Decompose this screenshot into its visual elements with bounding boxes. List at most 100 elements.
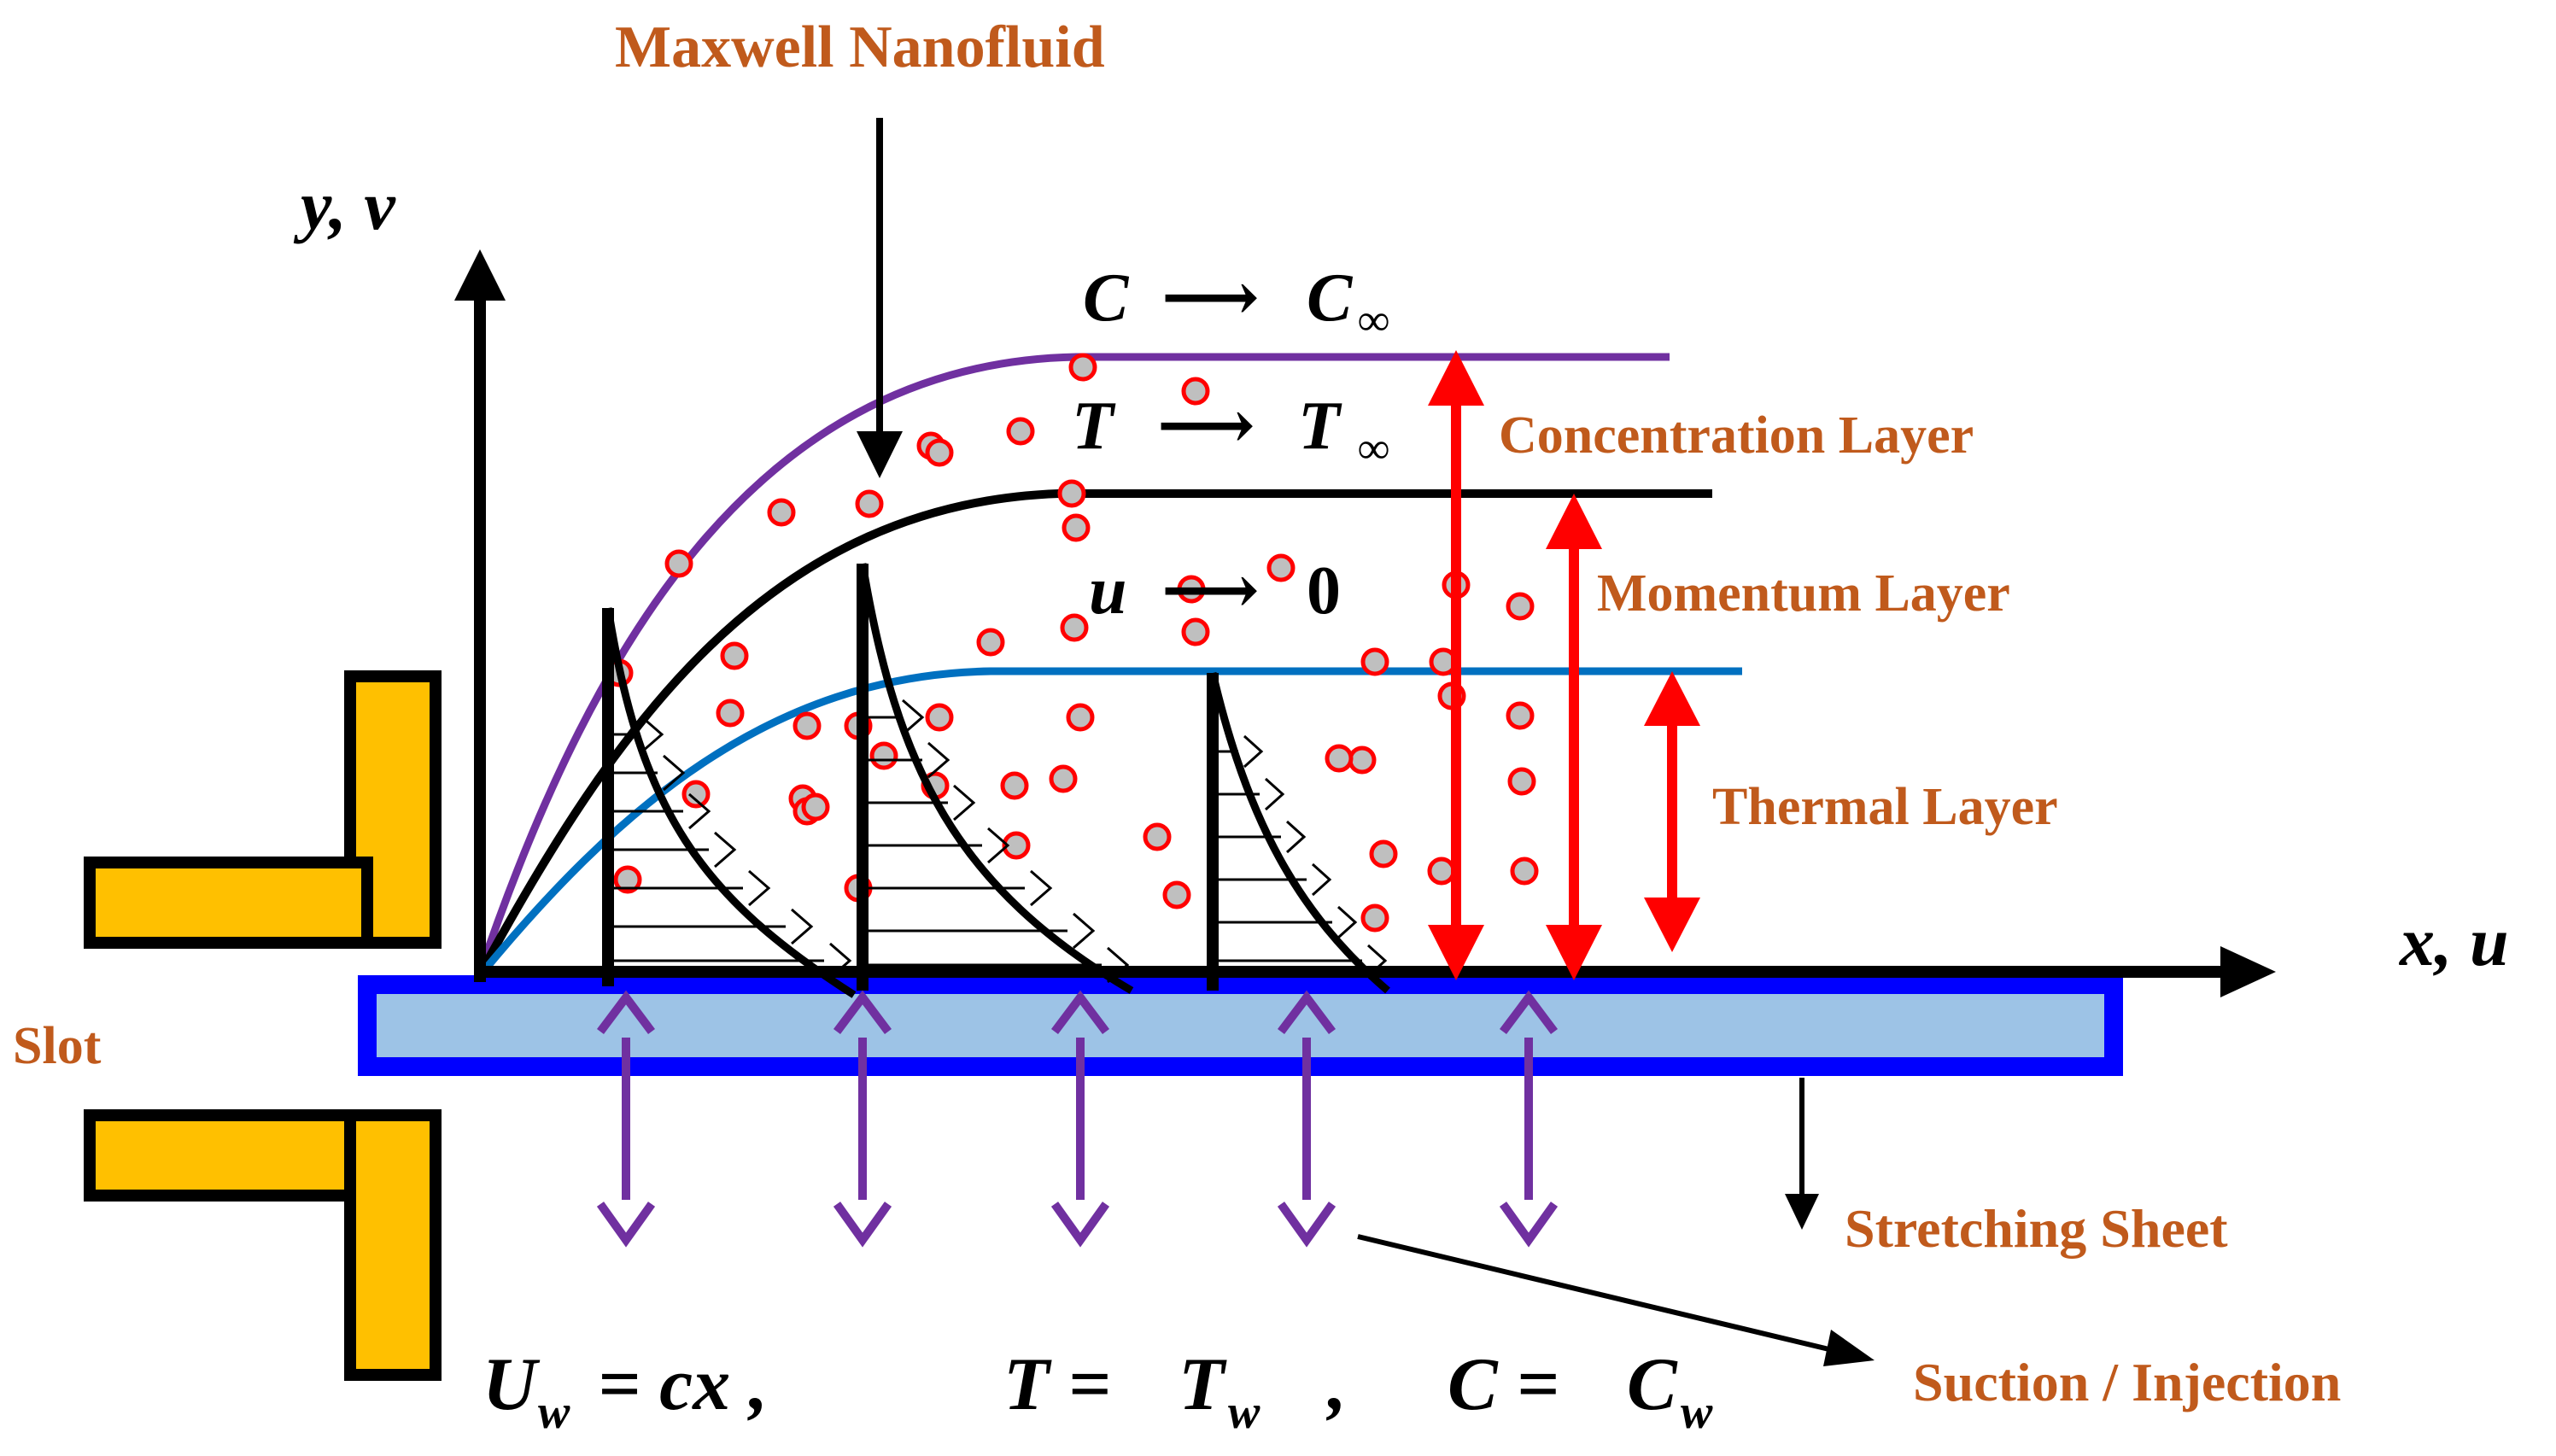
svg-text:w: w	[1228, 1386, 1260, 1439]
suction-arrows	[596, 990, 1559, 1248]
suction-injection-arrow	[1050, 990, 1110, 1248]
svg-text:C: C	[1307, 260, 1354, 336]
nanoparticle	[1068, 353, 1097, 382]
svg-text:T: T	[1298, 389, 1342, 464]
svg-text:∞: ∞	[1358, 296, 1389, 345]
nanoparticle	[1000, 771, 1029, 800]
nanoparticle	[664, 549, 693, 578]
svg-text:C =: C =	[1448, 1343, 1559, 1426]
svg-text:T =: T =	[1003, 1343, 1111, 1426]
nanoparticle	[613, 865, 642, 894]
nanoparticle	[1507, 767, 1536, 796]
nanoparticle	[869, 741, 898, 770]
suction-injection-arrow	[1499, 990, 1559, 1248]
thermal-curve	[475, 667, 1742, 980]
suction-injection-arrow	[833, 990, 892, 1248]
nanoparticle	[1062, 513, 1091, 542]
concentration-condition: C ⟶ C ∞	[1083, 260, 1389, 345]
nanoparticle	[1369, 839, 1398, 868]
stretching-sheet-label: Stretching Sheet	[1845, 1198, 2228, 1259]
svg-text:⟶: ⟶	[1161, 553, 1260, 629]
slot-housing	[84, 670, 442, 1381]
svg-text:,: ,	[1326, 1343, 1347, 1426]
stretching-sheet-pointer	[1785, 1078, 1819, 1230]
slot-lower-horizontal	[84, 1109, 373, 1202]
velocity-profile-2	[857, 563, 1134, 994]
slot-upper-horizontal	[84, 857, 373, 949]
nanoparticle	[801, 792, 830, 822]
nanoparticle	[681, 780, 711, 809]
suction-injection-arrow	[1277, 990, 1336, 1248]
svg-text:⟶: ⟶	[1157, 389, 1255, 464]
boundary-condition-velocity: U w = cx ,	[483, 1343, 768, 1439]
svg-text:∞: ∞	[1358, 424, 1389, 473]
suction-pointer	[1357, 1234, 1875, 1366]
svg-text:U: U	[483, 1343, 541, 1426]
nanoparticle	[1066, 703, 1095, 732]
nanoparticle	[1360, 903, 1389, 933]
svg-text:C: C	[1627, 1343, 1678, 1426]
concentration-layer-arrow	[1428, 350, 1484, 980]
nanoparticle	[1266, 553, 1296, 582]
y-axis	[454, 249, 506, 982]
nanoparticle	[1057, 479, 1086, 508]
svg-text:C: C	[1083, 260, 1130, 336]
svg-text:w: w	[538, 1386, 570, 1439]
svg-text:⟶: ⟶	[1161, 260, 1260, 336]
momentum-curve	[474, 489, 1712, 980]
nanoparticle	[925, 438, 954, 467]
nanoparticle	[1177, 575, 1206, 604]
x-axis	[480, 946, 2276, 997]
nanoparticle	[793, 711, 822, 740]
nanoparticle	[716, 699, 745, 728]
nanoparticle	[1002, 831, 1031, 860]
nanoparticle	[767, 498, 796, 527]
maxwell-pointer-arrow	[857, 118, 903, 478]
svg-text:= cx ,: = cx ,	[598, 1343, 768, 1426]
velocity-profile-3	[1207, 671, 1390, 994]
nanoparticle	[1360, 647, 1389, 676]
nanoparticles	[605, 353, 1539, 933]
nanoparticle	[1506, 701, 1535, 730]
nanoparticle	[1181, 617, 1210, 646]
nanoparticle	[1006, 417, 1035, 446]
slot-label: Slot	[13, 1017, 102, 1075]
boundary-condition-temperature: T = T w ,	[1003, 1343, 1347, 1439]
nanoparticle	[976, 628, 1005, 657]
nanoparticle	[1506, 592, 1535, 621]
nanoparticle	[1162, 880, 1191, 909]
nanoparticle	[1049, 764, 1078, 793]
thermal-layer-label: Thermal Layer	[1712, 778, 2058, 836]
svg-text:u: u	[1089, 553, 1127, 629]
svg-text:w: w	[1681, 1386, 1713, 1439]
y-axis-label: y, v	[293, 167, 396, 244]
slot-lower-vertical	[344, 1109, 442, 1381]
nanoparticle	[1510, 857, 1539, 886]
boundary-condition-concentration: C = C w	[1448, 1343, 1713, 1439]
momentum-layer-arrow	[1546, 494, 1602, 980]
nanoparticle	[1348, 746, 1377, 775]
suction-injection-label: Suction / Injection	[1913, 1352, 2341, 1412]
svg-text:T: T	[1072, 389, 1116, 464]
momentum-layer-label: Momentum Layer	[1597, 564, 2010, 623]
concentration-layer-label: Concentration Layer	[1499, 406, 1974, 465]
nanoparticle	[1325, 744, 1354, 773]
concentration-curve	[474, 353, 1670, 979]
nanoparticle	[1060, 613, 1089, 642]
nanoparticle	[855, 489, 884, 518]
velocity-profile-1	[602, 607, 857, 998]
svg-text:T: T	[1179, 1343, 1227, 1426]
temperature-condition: T ⟶ T ∞	[1072, 389, 1389, 473]
velocity-condition: u ⟶ 0	[1089, 553, 1341, 629]
thermal-layer-arrow	[1644, 671, 1700, 952]
maxwell-nanofluid-label: Maxwell Nanofluid	[615, 15, 1105, 80]
nanoparticle	[1427, 857, 1456, 886]
suction-injection-arrow	[596, 990, 656, 1248]
x-axis-label: x, u	[2399, 903, 2509, 980]
nanoparticle	[1143, 822, 1172, 851]
stretching-sheet	[358, 975, 2123, 1076]
nanoparticle	[1181, 377, 1210, 406]
nanoparticle	[925, 703, 954, 732]
nanoparticle	[720, 641, 749, 670]
